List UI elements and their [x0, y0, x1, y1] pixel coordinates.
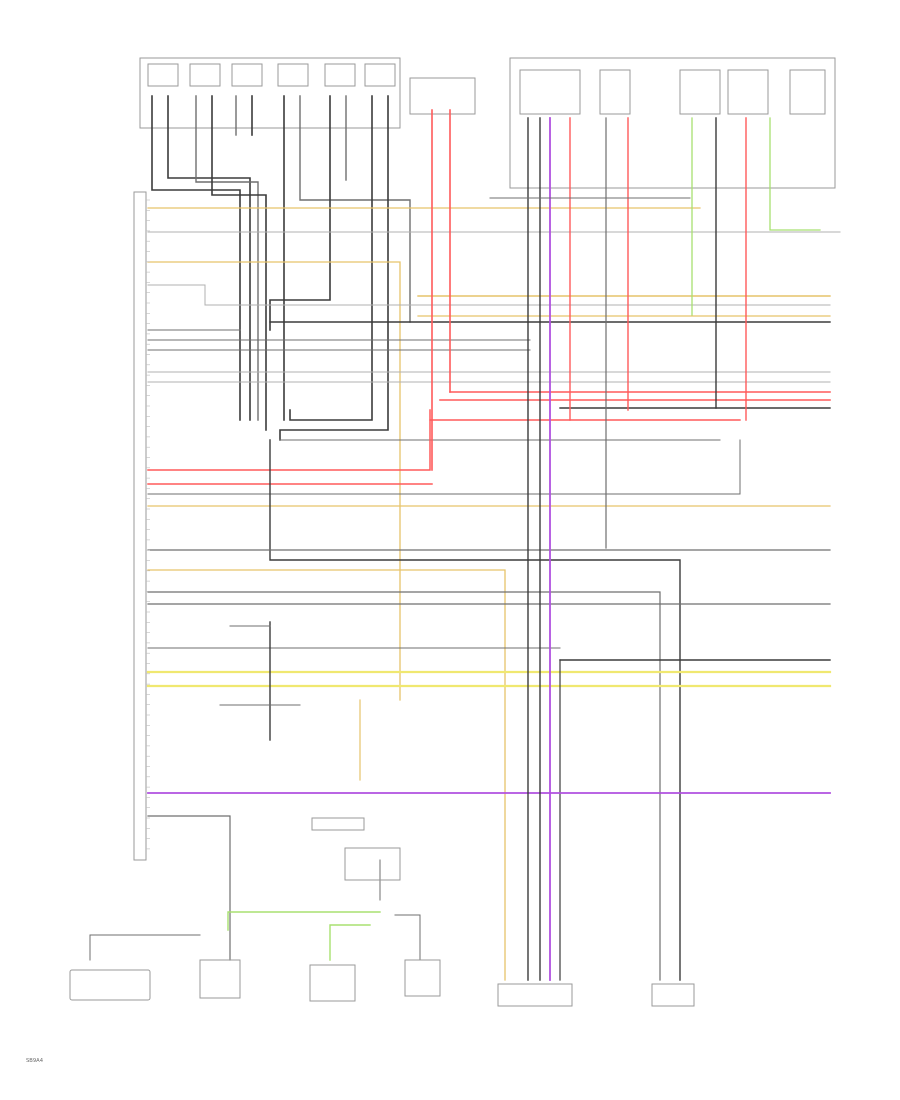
ecm-connector — [133, 191, 147, 861]
wiring — [89, 95, 841, 981]
fuse-block — [139, 57, 401, 129]
footer-code: SB9A4 — [26, 1058, 44, 1064]
inertia-switch — [409, 77, 476, 115]
pin-numbers — [146, 199, 150, 850]
bottom-components — [69, 817, 695, 1007]
relay-block — [509, 57, 836, 189]
